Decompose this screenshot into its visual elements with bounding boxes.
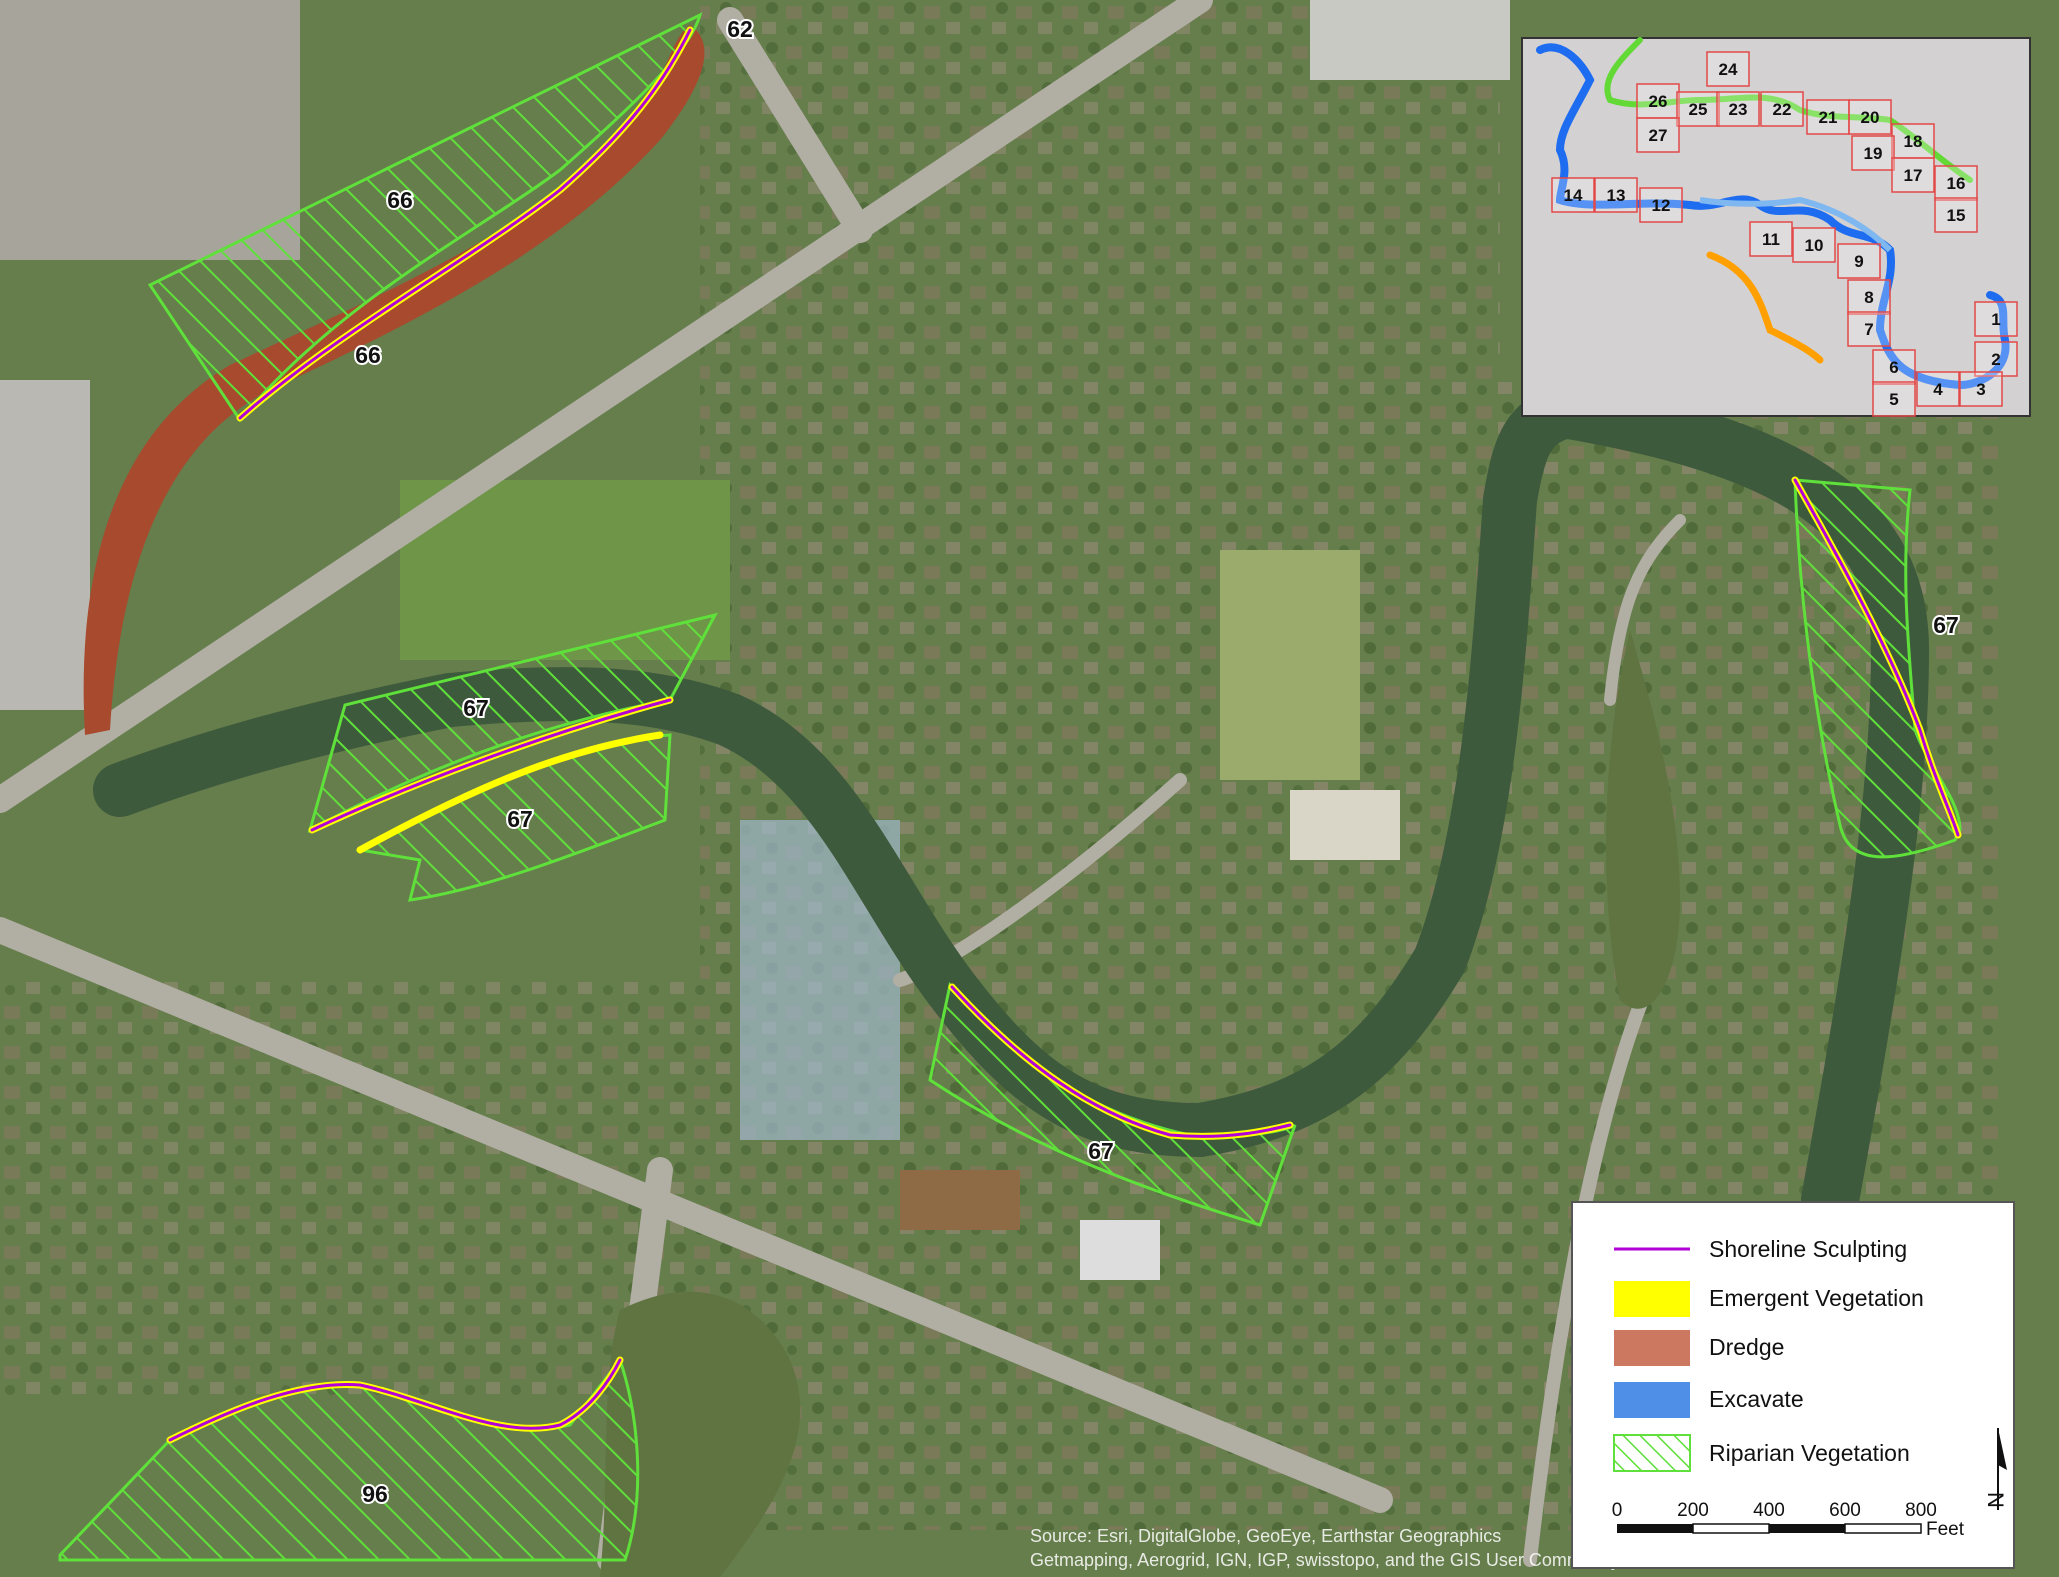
north-label: N xyxy=(1983,1492,2008,1508)
scale-tick-400: 400 xyxy=(1753,1500,1785,1521)
inset-tile-19: 19 xyxy=(1851,135,1895,171)
label-corner-62: 62 xyxy=(727,16,753,42)
inset-tile-label: 1 xyxy=(1991,310,2000,329)
inset-tile-20: 20 xyxy=(1848,99,1892,135)
inset-tile-label: 13 xyxy=(1607,186,1626,205)
inset-tile-24: 24 xyxy=(1706,51,1750,87)
scale-unit: Feet xyxy=(1926,1519,1965,1540)
legend-item-excavate: Excavate xyxy=(1614,1382,1804,1418)
scale-tick-0: 0 xyxy=(1612,1500,1623,1521)
label-riparian-67-b: 67 xyxy=(507,806,533,832)
inset-tile-8: 8 xyxy=(1847,279,1891,315)
scale-tick-600: 600 xyxy=(1829,1500,1861,1521)
inset-tile-label: 6 xyxy=(1889,358,1898,377)
inset-tile-10: 10 xyxy=(1792,227,1836,263)
inset-tile-9: 9 xyxy=(1837,243,1881,279)
inset-tile-18: 18 xyxy=(1891,123,1935,159)
label-riparian-96: 96 xyxy=(362,1481,388,1507)
inset-tile-label: 25 xyxy=(1689,100,1708,119)
inset-tile-label: 16 xyxy=(1947,174,1966,193)
legend-label-dredge: Dredge xyxy=(1709,1334,1784,1360)
shoreline-lines xyxy=(166,26,1962,1444)
inset-tile-label: 15 xyxy=(1947,206,1966,225)
north-arrow-icon xyxy=(1998,1428,2007,1470)
inset-tile-label: 26 xyxy=(1649,92,1668,111)
inset-tile-22: 22 xyxy=(1760,91,1804,127)
inset-tile-12: 12 xyxy=(1639,187,1683,223)
inset-tile-14: 14 xyxy=(1551,177,1595,213)
inset-tile-label: 14 xyxy=(1564,186,1583,205)
inset-tile-16: 16 xyxy=(1934,165,1978,201)
inset-tile-11: 11 xyxy=(1749,221,1793,257)
inset-tile-label: 2 xyxy=(1991,350,2000,369)
inset-tile-3: 3 xyxy=(1959,371,2003,407)
inset-tile-13: 13 xyxy=(1594,177,1638,213)
scale-bar: 0 200 400 600 800 Feet xyxy=(1612,1500,1965,1540)
legend-item-shoreline-sculpting: Shoreline Sculpting xyxy=(1614,1236,1907,1262)
inset-tile-label: 3 xyxy=(1976,380,1985,399)
credits-line-2: Getmapping, Aerogrid, IGN, IGP, swisstop… xyxy=(1030,1550,1620,1570)
label-riparian-67-a: 67 xyxy=(463,695,489,721)
legend-label-emergent-vegetation: Emergent Vegetation xyxy=(1709,1285,1924,1311)
label-dredge-66: 66 xyxy=(355,342,381,368)
legend-label-shoreline-sculpting: Shoreline Sculpting xyxy=(1709,1236,1907,1262)
inset-tile-23: 23 xyxy=(1716,91,1760,127)
legend-item-emergent-vegetation: Emergent Vegetation xyxy=(1614,1281,1924,1317)
inset-tile-label: 9 xyxy=(1854,252,1863,271)
inset-tile-label: 20 xyxy=(1861,108,1880,127)
riparian-67-east xyxy=(1793,478,1962,859)
inset-tile-label: 27 xyxy=(1649,126,1668,145)
inset-tile-7: 7 xyxy=(1847,311,1891,347)
inset-tile-27: 27 xyxy=(1636,117,1680,153)
inset-map xyxy=(1521,37,2031,417)
inset-tile-label: 10 xyxy=(1805,236,1824,255)
inset-tile-label: 7 xyxy=(1864,320,1873,339)
inset-tile-label: 11 xyxy=(1762,230,1780,249)
legend: Shoreline Sculpting Emergent Vegetation … xyxy=(1571,1201,2015,1569)
inset-tile-25: 25 xyxy=(1676,91,1720,127)
inset-tile-17: 17 xyxy=(1891,157,1935,193)
inset-tile-label: 24 xyxy=(1719,60,1738,79)
feature-labels: 66 66 62 67 67 67 67 96 xyxy=(353,14,1961,1509)
label-riparian-66: 66 xyxy=(387,187,413,213)
inset-tile-15: 15 xyxy=(1934,197,1978,233)
inset-tile-6: 6 xyxy=(1872,349,1916,385)
inset-tile-4: 4 xyxy=(1916,371,1960,407)
inset-tile-label: 17 xyxy=(1904,166,1923,185)
attribution: Source: Esri, DigitalGlobe, GeoEye, Eart… xyxy=(1030,1526,1620,1570)
credits-line-1: Source: Esri, DigitalGlobe, GeoEye, Eart… xyxy=(1030,1526,1501,1546)
label-riparian-67-c: 67 xyxy=(1933,612,1959,638)
legend-label-riparian-vegetation: Riparian Vegetation xyxy=(1709,1440,1910,1466)
north-arrow: N xyxy=(1983,1428,2008,1510)
inset-tile-label: 4 xyxy=(1933,380,1943,399)
inset-tile-2: 2 xyxy=(1974,341,2018,377)
inset-tile-label: 22 xyxy=(1773,100,1792,119)
inset-tile-5: 5 xyxy=(1872,381,1916,417)
inset-tile-label: 8 xyxy=(1864,288,1873,307)
legend-item-dredge: Dredge xyxy=(1614,1330,1784,1366)
ponds xyxy=(600,630,1680,1577)
inset-tile-label: 19 xyxy=(1864,144,1883,163)
legend-item-riparian-vegetation: Riparian Vegetation xyxy=(1613,1434,1910,1472)
inset-tile-26: 26 xyxy=(1636,83,1680,119)
inset-tile-label: 5 xyxy=(1889,390,1898,409)
inset-tile-1: 1 xyxy=(1974,301,2018,337)
inset-tile-label: 18 xyxy=(1904,132,1923,151)
inset-tile-21: 21 xyxy=(1806,99,1850,135)
legend-label-excavate: Excavate xyxy=(1709,1386,1804,1412)
inset-tile-label: 21 xyxy=(1819,108,1838,127)
scale-tick-800: 800 xyxy=(1905,1500,1937,1521)
scale-tick-200: 200 xyxy=(1677,1500,1709,1521)
inset-tile-label: 23 xyxy=(1729,100,1748,119)
inset-tile-label: 12 xyxy=(1652,196,1671,215)
label-riparian-67-d: 67 xyxy=(1088,1138,1114,1164)
